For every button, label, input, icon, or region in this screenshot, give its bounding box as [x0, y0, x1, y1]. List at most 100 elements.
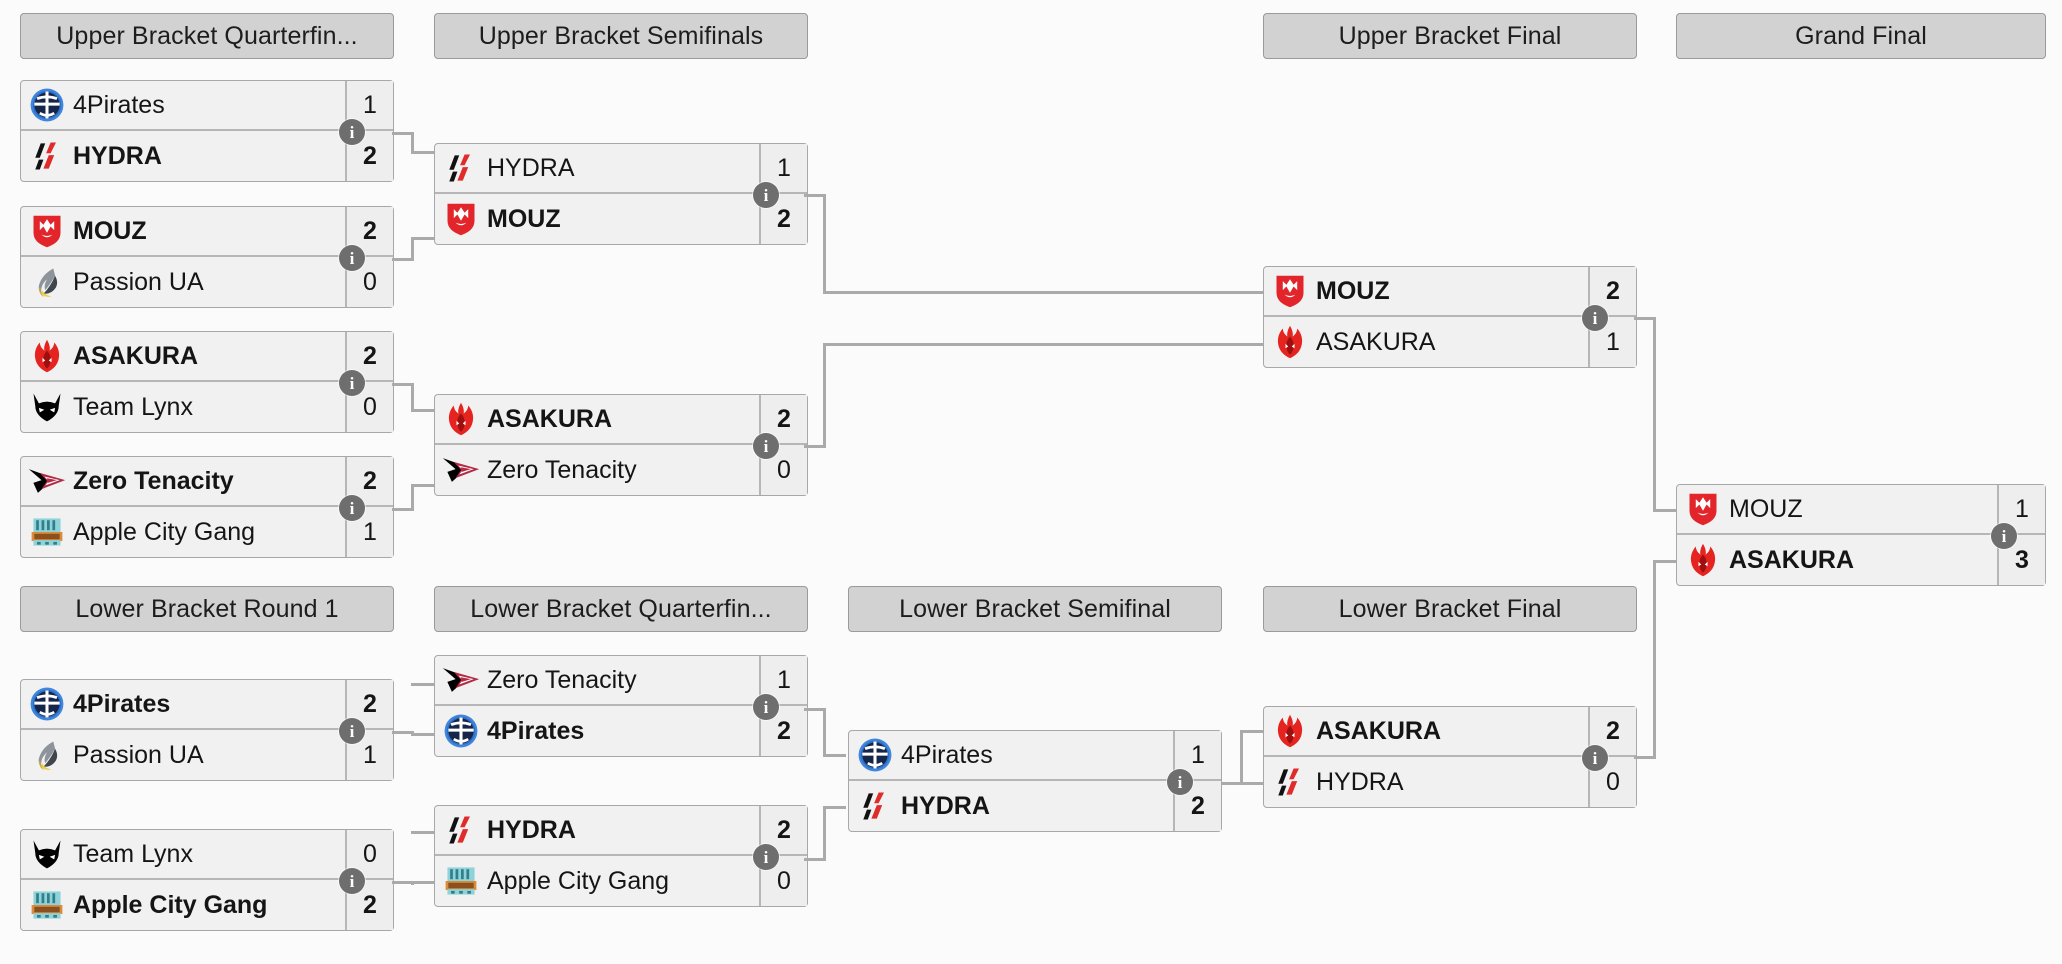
round-header-label: Grand Final	[1795, 21, 1927, 50]
match-row-bottom[interactable]: HYDRA 2	[21, 131, 393, 181]
team-score: 0	[759, 856, 807, 906]
match-row-bottom[interactable]: Team Lynx 0	[21, 382, 393, 432]
hydra-logo	[849, 784, 901, 828]
round-header-upper-bracket-quarterfinals[interactable]: Upper Bracket Quarterfin...	[20, 13, 394, 59]
team-name: HYDRA	[1316, 767, 1404, 796]
match-row-top[interactable]: MOUZ 2	[1264, 267, 1636, 317]
match-lbr1a[interactable]: 4Pirates 2 Passion UA 1 i	[20, 679, 394, 781]
match-row-top[interactable]: Team Lynx 0	[21, 830, 393, 880]
connector	[411, 383, 414, 410]
match-info-icon[interactable]: i	[753, 433, 779, 459]
match-lbqf1[interactable]: Zero Tenacity 1 4Pirates 2 i	[434, 655, 808, 757]
match-row-bottom[interactable]: HYDRA 0	[1264, 757, 1636, 807]
match-row-bottom[interactable]: Passion UA 1	[21, 730, 393, 780]
match-info-icon[interactable]: i	[339, 495, 365, 521]
team-name: MOUZ	[1729, 494, 1803, 523]
match-row-bottom[interactable]: Apple City Gang 0	[435, 856, 807, 906]
passionua-logo	[21, 260, 73, 304]
match-info-icon[interactable]: i	[339, 370, 365, 396]
match-row-bottom[interactable]: 4Pirates 2	[435, 706, 807, 756]
team-name: ASAKURA	[1316, 327, 1436, 356]
match-info-icon[interactable]: i	[753, 182, 779, 208]
match-ubqf1[interactable]: 4Pirates 1 HYDRA 2 i	[20, 80, 394, 182]
asakura-logo	[1264, 320, 1316, 364]
connector	[1240, 782, 1263, 785]
match-info-icon[interactable]: i	[753, 844, 779, 870]
team-name: ASAKURA	[73, 341, 198, 370]
match-info-icon[interactable]: i	[339, 718, 365, 744]
match-row-top[interactable]: MOUZ 2	[21, 207, 393, 257]
connector	[411, 237, 434, 240]
asakura-logo	[1264, 709, 1316, 753]
match-info-icon[interactable]: i	[1991, 523, 2017, 549]
match-info-icon[interactable]: i	[339, 868, 365, 894]
round-header-label: Lower Bracket Quarterfin...	[470, 594, 772, 623]
match-row-top[interactable]: ASAKURA 2	[21, 332, 393, 382]
match-info-icon[interactable]: i	[1582, 305, 1608, 331]
round-header-upper-bracket-semifinals[interactable]: Upper Bracket Semifinals	[434, 13, 808, 59]
match-ubqf2[interactable]: MOUZ 2 Passion UA 0 i	[20, 206, 394, 308]
team-name: HYDRA	[73, 141, 162, 170]
match-info-icon[interactable]: i	[753, 694, 779, 720]
lynx-logo	[21, 385, 73, 429]
applecitygang-logo	[21, 510, 73, 554]
match-row-top[interactable]: ASAKURA 2	[435, 395, 807, 445]
4pirates-logo	[849, 733, 901, 777]
round-header-grand-final[interactable]: Grand Final	[1676, 13, 2046, 59]
passionua-logo	[21, 733, 73, 777]
match-row-top[interactable]: 4Pirates 2	[21, 680, 393, 730]
match-ubsf2[interactable]: ASAKURA 2 Zero Tenacity 0 i	[434, 394, 808, 496]
match-row-top[interactable]: 4Pirates 1	[21, 81, 393, 131]
match-ubf[interactable]: MOUZ 2 ASAKURA 1 i	[1263, 266, 1637, 368]
round-header-lower-bracket-final[interactable]: Lower Bracket Final	[1263, 586, 1637, 632]
connector	[1240, 730, 1263, 733]
match-row-bottom[interactable]: MOUZ 2	[435, 194, 807, 244]
match-lbsf[interactable]: 4Pirates 1 HYDRA 2 i	[848, 730, 1222, 832]
connector	[823, 806, 826, 860]
connector	[823, 194, 826, 294]
connector	[411, 831, 434, 834]
match-info-icon[interactable]: i	[339, 245, 365, 271]
match-row-bottom[interactable]: Apple City Gang 1	[21, 507, 393, 557]
round-header-lower-bracket-round-1[interactable]: Lower Bracket Round 1	[20, 586, 394, 632]
match-row-bottom[interactable]: ASAKURA 1	[1264, 317, 1636, 367]
match-row-top[interactable]: HYDRA 2	[435, 806, 807, 856]
match-grand-final[interactable]: MOUZ 1 ASAKURA 3 i	[1676, 484, 2046, 586]
connector	[804, 445, 826, 448]
match-info-icon[interactable]: i	[339, 119, 365, 145]
round-header-upper-bracket-final[interactable]: Upper Bracket Final	[1263, 13, 1637, 59]
connector	[392, 383, 414, 386]
match-row-top[interactable]: Zero Tenacity 1	[435, 656, 807, 706]
match-row-top[interactable]: 4Pirates 1	[849, 731, 1221, 781]
match-ubsf1[interactable]: HYDRA 1 MOUZ 2 i	[434, 143, 808, 245]
match-row-bottom[interactable]: Apple City Gang 2	[21, 880, 393, 930]
match-row-top[interactable]: ASAKURA 2	[1264, 707, 1636, 757]
match-row-bottom[interactable]: Zero Tenacity 0	[435, 445, 807, 495]
match-row-top[interactable]: MOUZ 1	[1677, 485, 2045, 535]
match-ubqf4[interactable]: Zero Tenacity 2 Apple City Gang 1 i	[20, 456, 394, 558]
round-header-lower-bracket-semifinal[interactable]: Lower Bracket Semifinal	[848, 586, 1222, 632]
match-row-bottom[interactable]: ASAKURA 3	[1677, 535, 2045, 585]
match-row-bottom[interactable]: Passion UA 0	[21, 257, 393, 307]
match-row-top[interactable]: HYDRA 1	[435, 144, 807, 194]
match-info-icon[interactable]: i	[1582, 745, 1608, 771]
match-lbr1b[interactable]: Team Lynx 0 Apple City Gang 2 i	[20, 829, 394, 931]
match-info-icon[interactable]: i	[1167, 769, 1193, 795]
match-row-bottom[interactable]: HYDRA 2	[849, 781, 1221, 831]
connector	[411, 237, 414, 261]
team-name: HYDRA	[487, 815, 576, 844]
hydra-logo	[1264, 760, 1316, 804]
match-lbf[interactable]: ASAKURA 2 HYDRA 0 i	[1263, 706, 1637, 808]
connector	[411, 409, 434, 412]
round-header-lower-bracket-quarterfinals[interactable]: Lower Bracket Quarterfin...	[434, 586, 808, 632]
team-name: Apple City Gang	[73, 517, 256, 546]
4pirates-logo	[21, 682, 73, 726]
team-name: Zero Tenacity	[487, 665, 637, 694]
team-name: Apple City Gang	[487, 866, 670, 895]
round-header-label: Lower Bracket Semifinal	[899, 594, 1171, 623]
match-ubqf3[interactable]: ASAKURA 2 Team Lynx 0 i	[20, 331, 394, 433]
match-row-top[interactable]: Zero Tenacity 2	[21, 457, 393, 507]
match-lbqf2[interactable]: HYDRA 2 Apple City Gang 0 i	[434, 805, 808, 907]
team-name: 4Pirates	[73, 90, 165, 119]
round-header-label: Upper Bracket Quarterfin...	[56, 21, 358, 50]
